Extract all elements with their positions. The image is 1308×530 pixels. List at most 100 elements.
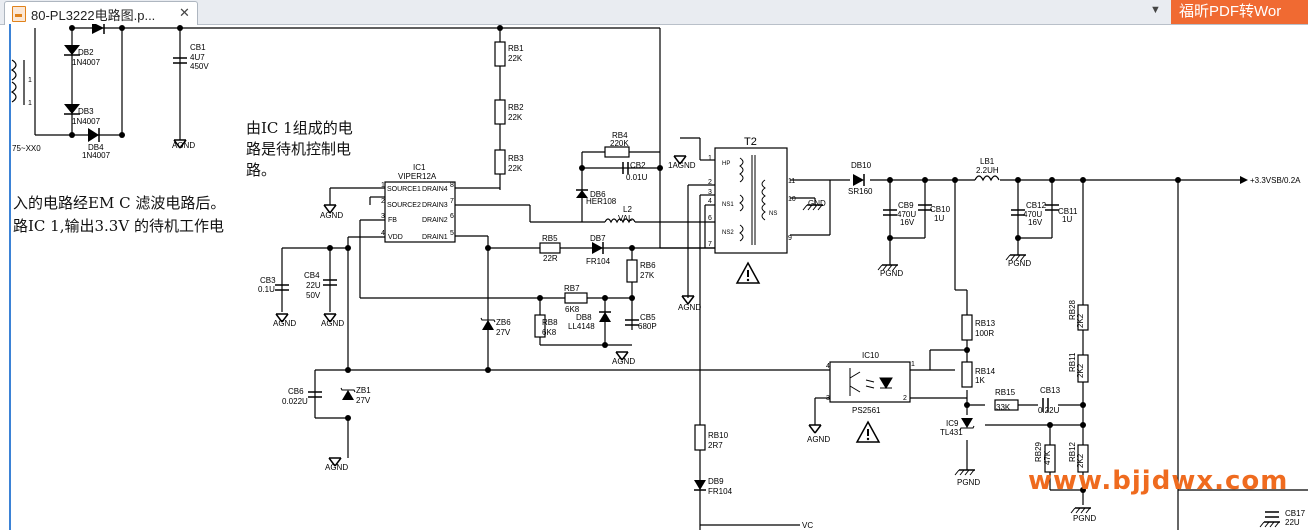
junction-dots [69,25,1181,493]
label-cb6: CB6 [288,387,304,396]
note-left-1: 入的电路经EM C 滤波电路后。 [13,194,226,212]
label-cb17-value: 22U [1285,518,1300,527]
inductors [604,175,1000,224]
label-rb5: RB5 [542,234,558,243]
pin-drain2: DRAIN2 [422,217,448,224]
label-agnd-1: AGND [172,141,195,150]
schematic-page: DB2 1N4007 DB3 1N4007 DB4 1N4007 75~XX0 … [0,24,1308,530]
label-rb28-value: 2K2 [1076,313,1085,328]
t2-windings [739,155,766,245]
zener-zb1 [340,387,356,400]
label-rb4: RB4 [612,131,628,140]
label-gnd: GND [808,199,826,208]
label-cb5: CB5 [640,313,656,322]
label-lb1: LB1 [980,157,995,166]
note-line-1: 由IC 1组成的电 [246,119,353,137]
warning-icons [736,262,880,443]
capacitors [173,57,1279,518]
label-cb17: CB17 [1285,509,1306,518]
label-rb8: RB8 [542,318,558,327]
svg-text:1: 1 [28,77,32,84]
schematic-diagram: DB2 1N4007 DB3 1N4007 DB4 1N4007 75~XX0 … [10,24,1308,530]
label-rb29: RB29 [1034,441,1043,462]
diode-db6 [576,189,588,198]
tab-bar: 80-PL3222电路图.p... ✕ ▼ 福昕PDF转Wor [0,0,1308,25]
label-rb7-value: 6K8 [565,305,580,314]
note-line-3: 路。 [246,161,277,179]
label-db4: DB4 [88,143,104,152]
svg-text:AGND: AGND [612,357,635,366]
label-rb3: RB3 [508,154,524,163]
label-t2: T2 [744,136,757,148]
svg-text:1: 1 [708,155,712,162]
label-rb10-value: 2R7 [708,441,723,450]
convert-banner-button[interactable]: 福昕PDF转Wor [1171,0,1308,24]
page-left-edge [9,24,11,530]
label-cb6-value: 0.022U [282,397,308,406]
label-db10: DB10 [851,161,872,170]
close-tab-icon[interactable]: ✕ [179,5,190,20]
label-rb2: RB2 [508,103,524,112]
output-arrow-icon [1240,176,1248,184]
label-db10-value: SR160 [848,187,873,196]
label-rb2-value: 22K [508,113,523,122]
label-rb6-value: 27K [640,271,655,280]
tab-list-dropdown-icon[interactable]: ▼ [1150,4,1161,16]
svg-text:PGND: PGND [957,478,980,487]
svg-text:5: 5 [450,230,454,237]
svg-text:2: 2 [381,198,385,205]
label-rb13: RB13 [975,319,996,328]
label-l2: L2 [623,205,632,214]
label-cb9-value: 470U [897,210,916,219]
label-cb1: CB1 [190,43,206,52]
pin-source2: SOURCE2 [387,202,421,209]
label-rb1-value: 22K [508,54,523,63]
diode-top [92,24,105,34]
label-cb9-voltage: 16V [900,218,915,227]
svg-text:AGND: AGND [320,211,343,220]
label-cb10-value: 1U [934,214,944,223]
pin-drain3: DRAIN3 [422,202,448,209]
label-rb29-value: 47K [1043,450,1052,465]
label-1agnd: 1AGND [668,161,696,170]
label-db7-value: FR104 [586,257,611,266]
svg-text:4: 4 [708,198,712,205]
svg-text:AGND: AGND [807,435,830,444]
label-db6: DB6 [590,190,606,199]
svg-text:AGND: AGND [273,319,296,328]
label-l2-value: VAL [618,214,633,223]
resistors [494,41,1089,473]
pin-drain4: DRAIN4 [422,186,448,193]
label-rb6: RB6 [640,261,656,270]
label-ic10-value: PS2561 [852,406,881,415]
label-pgnd-1: PGND [880,269,903,278]
label-ic10: IC10 [862,351,879,360]
label-cb11: CB11 [1058,207,1078,216]
svg-text:1: 1 [381,182,385,189]
document-tab[interactable]: 80-PL3222电路图.p... ✕ [4,1,198,25]
label-vc: VC [802,521,813,530]
svg-text:3: 3 [381,213,385,220]
label-rb5-value: 22R [543,254,558,263]
pdf-file-icon [12,6,26,22]
label-zb6-value: 27V [496,328,511,337]
svg-text:8: 8 [450,182,454,189]
label-rb11: RB11 [1068,352,1077,372]
label-rb4-value: 220K [610,139,629,148]
diode-db8 [599,311,611,322]
svg-text:6: 6 [708,215,712,222]
ic10-internals [849,368,893,396]
label-db9-value: FR104 [708,487,733,496]
label-rb3-value: 22K [508,164,523,173]
label-rb14-value: 1K [975,376,985,385]
ic9-tl431 [959,418,975,431]
svg-text:1: 1 [911,361,915,368]
t2-body [714,147,788,254]
svg-text:3: 3 [708,189,712,196]
diode-db2 [64,45,80,56]
label-rb12: RB12 [1068,441,1077,462]
svg-text:10: 10 [788,196,796,203]
pin-source1: SOURCE1 [387,186,421,193]
ic10-body [829,361,911,403]
svg-text:AGND: AGND [325,463,348,472]
